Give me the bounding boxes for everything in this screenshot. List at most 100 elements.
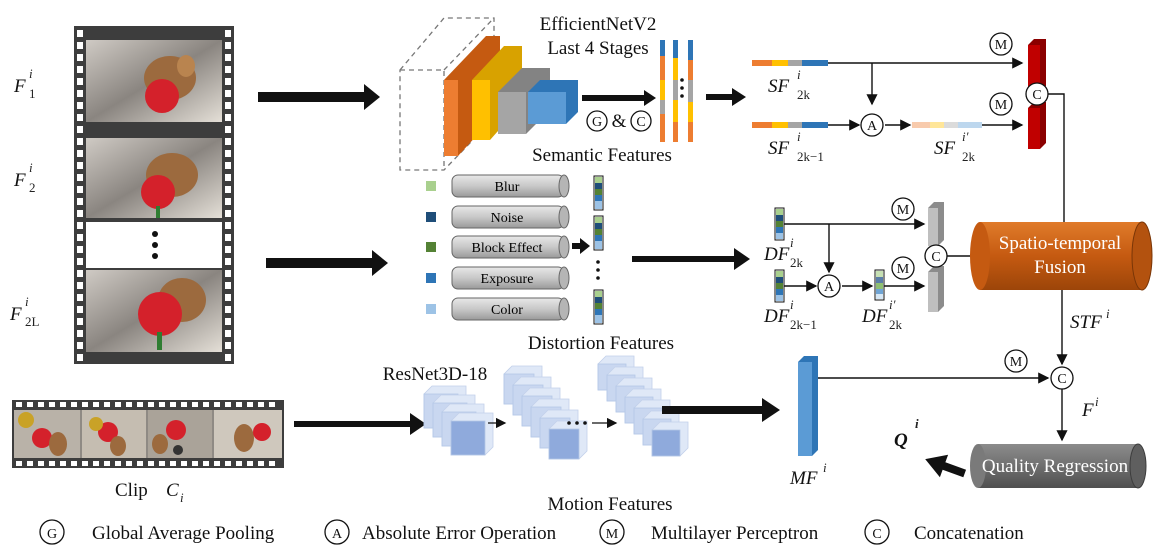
svg-text:M: M xyxy=(897,203,910,218)
svg-text:Multilayer Perceptron: Multilayer Perceptron xyxy=(651,523,819,544)
svg-text:C: C xyxy=(636,115,645,130)
distortion-color-square xyxy=(426,212,436,222)
frame-label-1: F 1 i xyxy=(13,66,36,101)
svg-text:M: M xyxy=(995,38,1008,53)
sf-diff-bar xyxy=(912,122,982,128)
sf-connections xyxy=(828,57,1024,131)
df-2k-bar xyxy=(774,207,785,241)
svg-text:i: i xyxy=(790,297,794,312)
legend-item-concat: C Concatenation xyxy=(864,519,1024,545)
svg-text:i: i xyxy=(797,67,801,82)
df-connections xyxy=(784,218,926,292)
svg-text:i: i xyxy=(915,416,919,431)
resnet-blocks xyxy=(423,355,689,460)
svg-text:M: M xyxy=(606,527,619,542)
svg-text:2L: 2L xyxy=(25,314,40,329)
op-c-final: C xyxy=(1050,366,1074,390)
df-2k-1-bar xyxy=(774,269,785,303)
svg-text:STF: STF xyxy=(1070,312,1102,333)
backbone-efficientnet-line1: EfficientNetV2 xyxy=(540,14,657,35)
clip-film-strip xyxy=(12,400,284,468)
clip-label: Clip C i xyxy=(115,480,184,505)
sf-to-fusion-line xyxy=(1048,93,1065,222)
svg-text:A: A xyxy=(824,280,835,295)
svg-text:2k−1: 2k−1 xyxy=(797,149,824,164)
spatio-temporal-fusion-block: Spatio-temporal Fusion xyxy=(970,221,1153,291)
sf-diff-label: SF 2k i′ xyxy=(934,129,976,164)
svg-text:F: F xyxy=(13,76,26,97)
op-m-sf-top: M xyxy=(989,32,1013,56)
svg-text:MF: MF xyxy=(789,468,818,489)
op-a-semantic: A xyxy=(860,113,884,137)
svg-text:2k: 2k xyxy=(889,317,903,332)
semantic-features-title: Semantic Features xyxy=(532,145,672,166)
svg-text:C: C xyxy=(166,480,179,501)
mf-label: MF i xyxy=(789,460,827,489)
svg-text:2k: 2k xyxy=(962,149,976,164)
arrow-distortion-to-df xyxy=(632,248,750,270)
svg-text:F: F xyxy=(13,170,26,191)
svg-text:Q: Q xyxy=(894,430,908,451)
legend-item-abs-error: A Absolute Error Operation xyxy=(324,519,557,545)
op-m-df-top: M xyxy=(891,197,915,221)
svg-text:i: i xyxy=(1106,306,1110,321)
frame-2-thumbnail xyxy=(86,138,222,218)
svg-text:F: F xyxy=(1081,400,1094,421)
svg-text:G: G xyxy=(47,527,57,542)
svg-text:i: i xyxy=(29,66,33,81)
mf-bar xyxy=(798,356,818,456)
op-m-mf: M xyxy=(1004,349,1028,373)
distortion-item-label: Exposure xyxy=(481,272,534,287)
svg-text:i: i xyxy=(1095,394,1099,409)
arrow-frames-to-distortion xyxy=(266,250,388,276)
svg-text:1: 1 xyxy=(29,86,36,101)
stf-label: STF i xyxy=(1070,306,1110,333)
distortion-item-exposure: Exposure xyxy=(451,266,570,290)
svg-text:M: M xyxy=(995,98,1008,113)
svg-text:DF: DF xyxy=(763,244,790,265)
distortion-item-label: Blur xyxy=(495,180,520,195)
motion-features-title: Motion Features xyxy=(547,494,672,515)
sf-2k-bar xyxy=(752,60,828,66)
distortion-legend-squares xyxy=(426,181,436,314)
distortion-item-blur: Blur xyxy=(451,174,570,198)
svg-text:i: i xyxy=(29,160,33,175)
backbone-resnet3d: ResNet3D-18 xyxy=(383,364,487,385)
arrow-blocks-to-stages xyxy=(582,90,656,106)
svg-text:2k: 2k xyxy=(790,255,804,270)
svg-text:F: F xyxy=(9,304,22,325)
svg-text:i: i xyxy=(797,129,801,144)
df-2k-label: DF 2k i xyxy=(763,235,804,270)
svg-text:SF: SF xyxy=(768,138,790,159)
svg-text:i: i xyxy=(25,294,29,309)
op-c-semantic: C xyxy=(1025,82,1049,106)
arrow-regression-to-q xyxy=(925,454,967,478)
op-m-df-bottom: M xyxy=(891,256,915,280)
svg-text:2k−1: 2k−1 xyxy=(790,317,817,332)
sf-2k-label: SF 2k i xyxy=(768,67,811,102)
svg-text:C: C xyxy=(931,250,940,265)
resnet-ellipsis xyxy=(567,421,587,425)
sf-2k-1-label: SF 2k−1 i xyxy=(768,129,824,164)
arrow-clip-to-resnet xyxy=(294,413,426,435)
legend: G Global Average Pooling A Absolute Erro… xyxy=(39,519,1024,545)
svg-text:Clip: Clip xyxy=(115,480,148,501)
distortion-features-title: Distortion Features xyxy=(528,333,674,354)
svg-text:i′: i′ xyxy=(889,297,896,312)
svg-text:2k: 2k xyxy=(797,87,811,102)
frame-dots xyxy=(86,222,222,268)
df-gray-bars xyxy=(928,202,944,312)
svg-text:i: i xyxy=(790,235,794,250)
distortion-item-block-effect: Block Effect xyxy=(451,235,570,259)
frame-label-2L: F 2L i xyxy=(9,294,40,329)
frame-1-thumbnail xyxy=(86,40,222,122)
svg-text:Global Average Pooling: Global Average Pooling xyxy=(92,523,275,544)
backbone-efficientnet-line2: Last 4 Stages xyxy=(547,38,648,59)
svg-text:Quality Regression: Quality Regression xyxy=(982,456,1129,477)
svg-text:i: i xyxy=(180,490,184,505)
svg-text:i′: i′ xyxy=(962,129,969,144)
op-m-sf-bottom: M xyxy=(989,92,1013,116)
svg-text:G: G xyxy=(592,115,602,130)
op-c-distortion: C xyxy=(924,244,948,268)
